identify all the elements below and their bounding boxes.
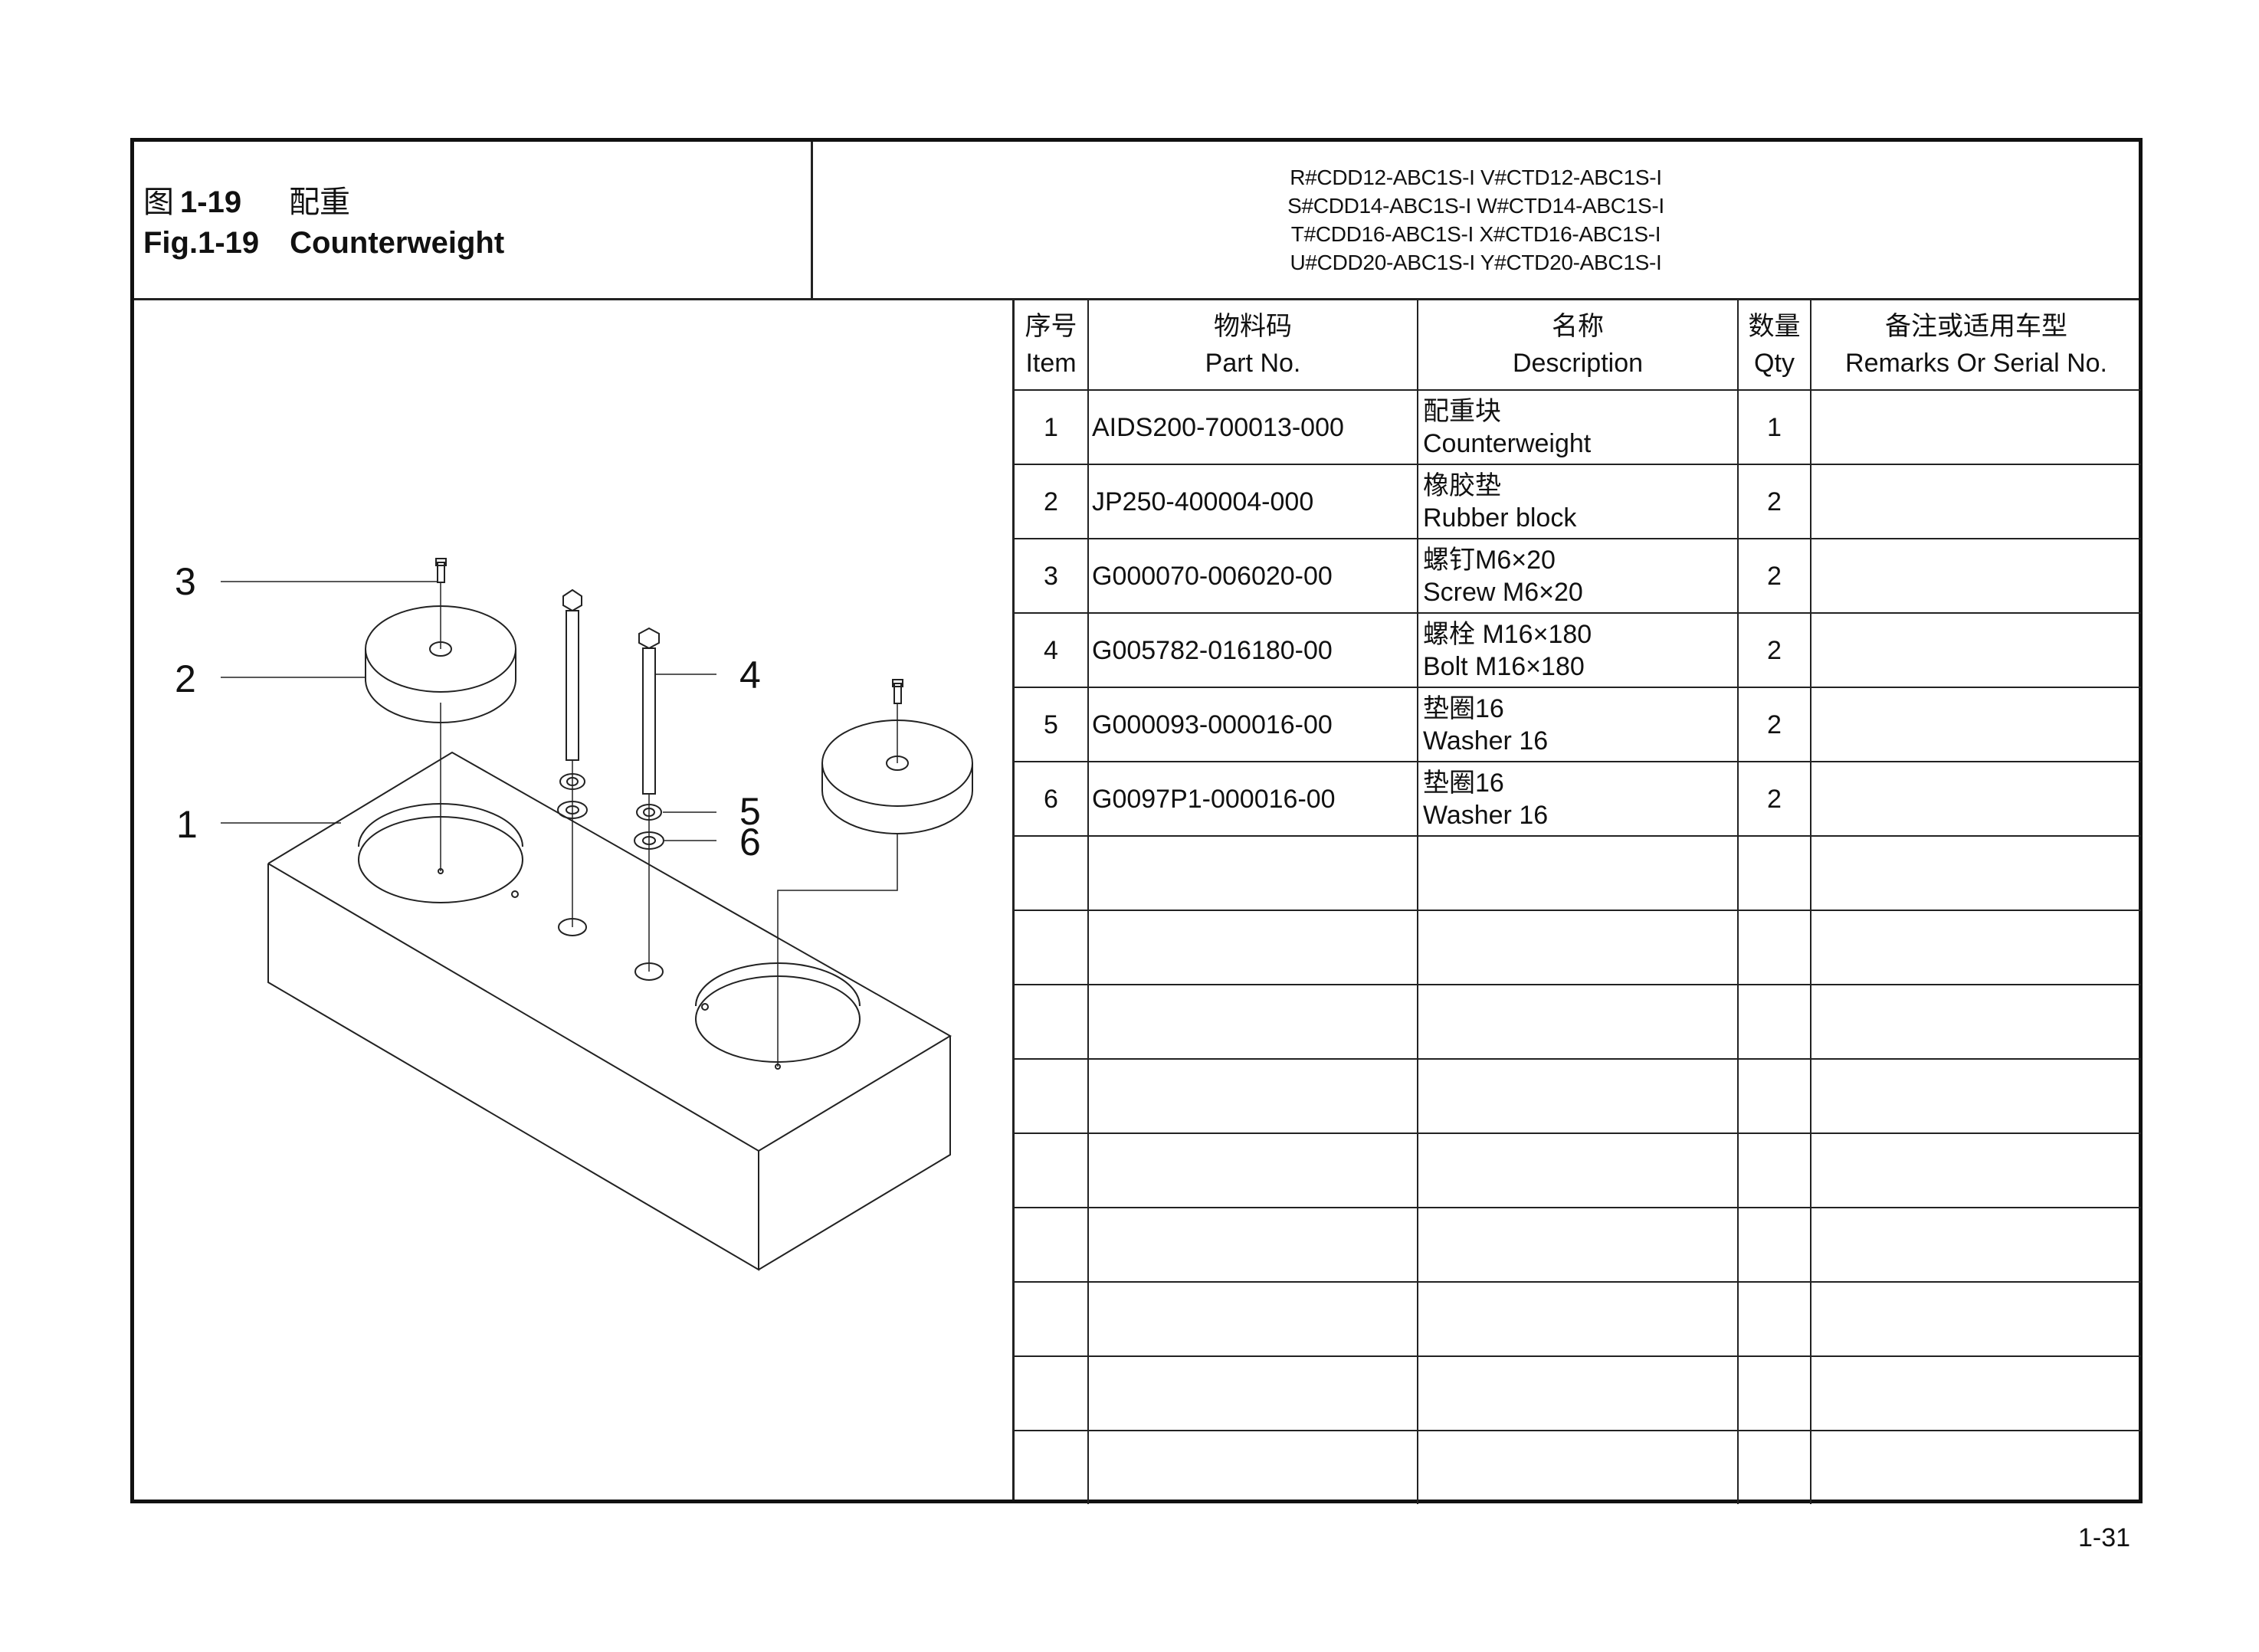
callout-5: 5 (739, 790, 761, 833)
empty-table-row (1015, 835, 2141, 911)
empty-table-row (1015, 1281, 2141, 1357)
cell-item: 4 (1015, 612, 1089, 688)
empty-table-row (1015, 1132, 2141, 1208)
empty-table-row (1015, 1430, 2141, 1504)
washer-icon (634, 831, 664, 850)
counterweight-block-icon (267, 751, 952, 1271)
callout-2: 2 (175, 657, 196, 700)
cell-qty: 2 (1737, 687, 1811, 762)
empty-table-row (1015, 1058, 2141, 1134)
cell-qty: 2 (1737, 761, 1811, 837)
rubber-block-icon (777, 679, 973, 1067)
cell-part-no: G000093-000016-00 (1087, 687, 1418, 762)
model-line: U#CDD20-ABC1S-I Y#CTD20-ABC1S-I (1290, 251, 1662, 274)
empty-table-row (1015, 910, 2141, 985)
figure-title-en: Fig.1-19 Counterweight (143, 226, 504, 261)
cell-remarks (1810, 612, 2141, 688)
cell-remarks (1810, 761, 2141, 837)
callout-6: 6 (739, 821, 761, 864)
cell-part-no: G005782-016180-00 (1087, 612, 1418, 688)
exploded-view-drawing: 3 2 1 4 5 6 (134, 300, 1012, 1500)
cell-part-no: G000070-006020-00 (1087, 538, 1418, 614)
empty-table-row (1015, 1207, 2141, 1283)
cell-item: 1 (1015, 389, 1089, 465)
bolt-icon (634, 627, 664, 972)
screw-icon (435, 558, 447, 649)
cell-qty: 2 (1737, 612, 1811, 688)
figure-en-prefix: Fig.1-19 (143, 226, 260, 260)
cell-item: 3 (1015, 538, 1089, 614)
cell-qty: 1 (1737, 389, 1811, 465)
model-line: S#CDD14-ABC1S-I W#CTD14-ABC1S-I (1287, 194, 1664, 218)
bolt-icon (557, 588, 588, 927)
cell-item: 5 (1015, 687, 1089, 762)
figure-en-name: Counterweight (290, 226, 505, 260)
cell-qty: 2 (1737, 538, 1811, 614)
cell-item: 2 (1015, 464, 1089, 539)
callout-3: 3 (175, 560, 196, 603)
cell-item: 6 (1015, 761, 1089, 837)
washer-icon (636, 804, 662, 821)
callout-4: 4 (739, 654, 761, 697)
empty-table-row (1015, 1355, 2141, 1431)
model-line: R#CDD12-ABC1S-I V#CTD12-ABC1S-I (1290, 166, 1662, 189)
applicable-models: R#CDD12-ABC1S-I V#CTD12-ABC1S-I S#CDD14-… (813, 142, 2139, 298)
callout-1: 1 (176, 803, 198, 846)
empty-table-row (1015, 984, 2141, 1060)
cell-remarks (1810, 687, 2141, 762)
figure-number: 1-19 (180, 185, 242, 219)
page-number: 1-31 (2078, 1523, 2131, 1552)
cell-part-no: AIDS200-700013-000 (1087, 389, 1418, 465)
cell-remarks (1810, 464, 2141, 539)
cell-part-no: JP250-400004-000 (1087, 464, 1418, 539)
model-line: T#CDD16-ABC1S-I X#CTD16-ABC1S-I (1290, 222, 1661, 246)
cell-part-no: G0097P1-000016-00 (1087, 761, 1418, 837)
cell-remarks (1810, 389, 2141, 465)
figure-cn-name: 配重 (289, 185, 351, 219)
cell-remarks (1810, 538, 2141, 614)
cell-qty: 2 (1737, 464, 1811, 539)
figure-cn-prefix: 图 (143, 185, 174, 219)
